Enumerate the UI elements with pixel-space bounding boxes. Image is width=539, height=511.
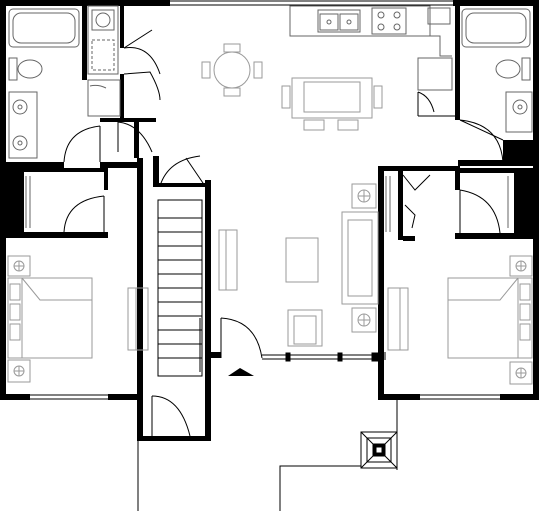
wall-corridor-west bbox=[134, 118, 139, 158]
toilet-left-bowl bbox=[17, 59, 43, 79]
bedroom-left-furniture bbox=[7, 255, 149, 383]
kitchen-sink bbox=[317, 9, 361, 33]
kitchen-fixtures bbox=[289, 5, 456, 117]
wall-closet-left-inner bbox=[6, 172, 24, 232]
bathtub-right bbox=[461, 8, 531, 48]
interior-walls bbox=[0, 0, 539, 441]
dining-table-round bbox=[213, 51, 251, 89]
refrigerator bbox=[417, 57, 453, 91]
sink-left-2 bbox=[12, 135, 28, 151]
wall-closet-right-c bbox=[455, 166, 460, 190]
bathroom-left-fixtures bbox=[8, 5, 121, 159]
wall-bath-left-south-b bbox=[100, 162, 138, 168]
wall-hall-column bbox=[120, 0, 124, 48]
wall-stair-cap bbox=[153, 183, 205, 187]
bathroom-right-fixtures bbox=[461, 8, 533, 133]
wall-entry-stub bbox=[211, 352, 221, 358]
vanity-right bbox=[505, 91, 533, 133]
wall-bottom-left-a bbox=[0, 394, 30, 400]
wall-closet-right-south bbox=[455, 233, 539, 239]
end-table-top bbox=[351, 183, 377, 209]
toilet-left-tank bbox=[8, 57, 18, 81]
nightstand-right-top bbox=[509, 255, 533, 277]
dining-furniture bbox=[201, 43, 383, 131]
entry-arrow-icon bbox=[228, 368, 254, 376]
wall-bath-left-east bbox=[82, 0, 87, 80]
bedroom-right-furniture bbox=[387, 255, 533, 385]
sofa bbox=[341, 211, 379, 305]
wall-closet-right-b bbox=[403, 236, 415, 241]
wall-closet-left-south bbox=[0, 232, 108, 238]
closet-left-fixtures bbox=[25, 176, 31, 228]
end-table-bottom bbox=[351, 307, 377, 333]
wall-closet-left-north bbox=[0, 168, 108, 172]
wall-closet-right-a bbox=[398, 166, 403, 240]
entry-glazing bbox=[262, 352, 379, 362]
exterior-windows bbox=[30, 0, 500, 400]
wall-stair-west bbox=[137, 158, 143, 440]
dresser-right bbox=[387, 287, 409, 351]
wall-stair-east bbox=[205, 180, 211, 440]
wall-closet-right-north bbox=[378, 166, 458, 171]
nightstand-left-bottom bbox=[7, 359, 31, 383]
wall-bottom-right-a bbox=[378, 394, 420, 400]
vanity-left bbox=[8, 91, 38, 159]
wall-bath-left-south-a bbox=[0, 162, 64, 168]
wall-top-right bbox=[453, 0, 539, 6]
tv-console bbox=[218, 229, 238, 291]
dresser-left bbox=[127, 287, 149, 351]
kitchen-island bbox=[291, 77, 373, 119]
wall-bath-right-west bbox=[455, 0, 460, 120]
nightstand-left-top bbox=[7, 255, 31, 277]
bathtub-left bbox=[8, 8, 80, 48]
wall-bottom-left-b bbox=[108, 394, 142, 400]
sink-left-1 bbox=[12, 99, 28, 115]
living-furniture bbox=[218, 183, 379, 347]
wall-closet-left-side bbox=[104, 168, 108, 190]
wall-closet-right-e bbox=[514, 173, 533, 233]
toilet-right-tank bbox=[521, 57, 531, 81]
kitchen-range bbox=[371, 7, 407, 35]
wall-bath-right-lower bbox=[503, 140, 533, 162]
doors bbox=[63, 29, 504, 437]
nightstand-right-bottom bbox=[509, 361, 533, 385]
coffee-table bbox=[285, 237, 319, 283]
wall-stair-south bbox=[137, 436, 211, 441]
wall-bedroom-right-west bbox=[378, 166, 384, 400]
bed-right bbox=[447, 277, 533, 359]
bed-left bbox=[7, 277, 93, 359]
wall-hall-column-b bbox=[120, 74, 124, 118]
wall-closet-right-d bbox=[455, 168, 539, 173]
wall-bath-right-south bbox=[458, 160, 539, 166]
armchair bbox=[287, 309, 323, 347]
kitchen-counter-side bbox=[429, 6, 452, 57]
stairs bbox=[157, 199, 203, 377]
wall-stair-north bbox=[153, 156, 159, 186]
closet-right-fixtures bbox=[385, 176, 509, 232]
wall-left bbox=[0, 0, 6, 400]
wall-right bbox=[533, 0, 539, 400]
wall-bottom-right-b bbox=[500, 394, 539, 400]
square-nested-icon bbox=[360, 431, 398, 469]
toilet-right-bowl bbox=[495, 59, 521, 79]
wall-corridor-top bbox=[100, 118, 156, 122]
laundry-stack bbox=[87, 5, 119, 75]
